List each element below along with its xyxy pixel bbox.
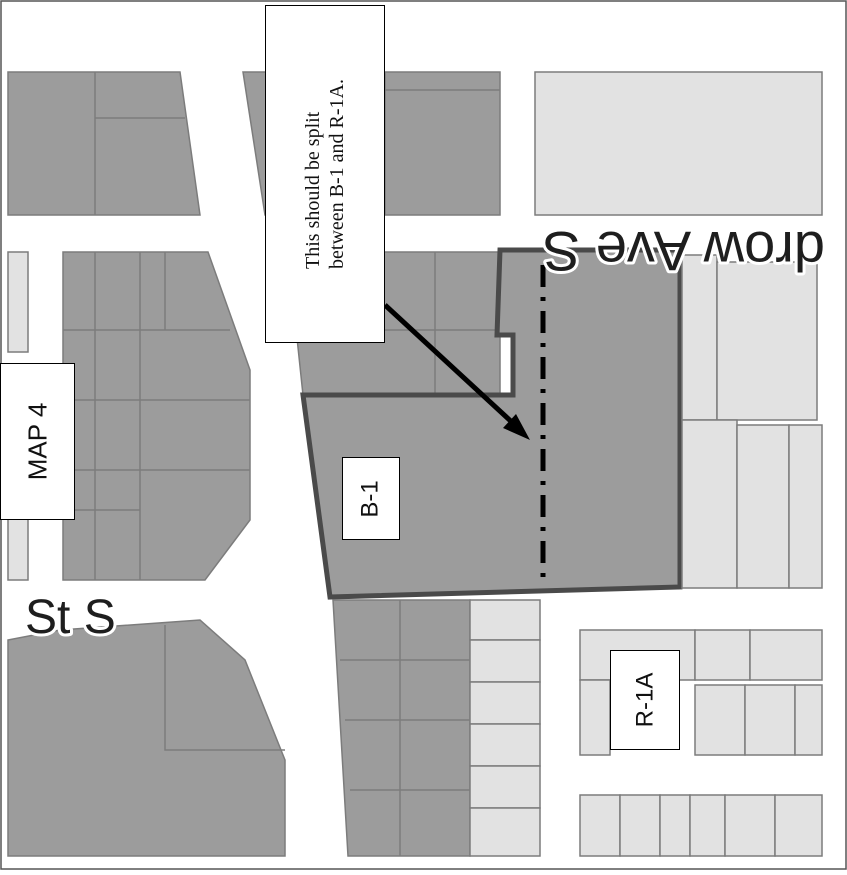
annotation-line-2: between B-1 and R-1A. xyxy=(326,79,349,269)
zone-label-r1a: R-1A xyxy=(610,650,680,750)
street-label-left: St S xyxy=(25,591,116,644)
strip-left-top xyxy=(7,251,29,353)
zone-label-b1: B-1 xyxy=(342,457,400,540)
street-label-top: drow Ave S xyxy=(543,220,825,283)
zone-label-b1-text: B-1 xyxy=(356,479,384,518)
block-bottom-left xyxy=(7,619,286,857)
map-reference-label: MAP 4 xyxy=(0,363,75,520)
strip-left-bottom xyxy=(7,514,29,581)
annotation-line-1: This should be split xyxy=(302,111,325,269)
map-reference-text: MAP 4 xyxy=(22,402,52,481)
annotation-arrow xyxy=(383,303,517,427)
annotation-box: This should be split between B-1 and R-1… xyxy=(265,5,385,343)
arrow-head xyxy=(503,414,530,440)
block-top-right xyxy=(534,71,823,216)
zone-label-r1a-text: R-1A xyxy=(631,672,658,728)
block-top-left xyxy=(7,71,201,216)
right-parcels xyxy=(681,254,823,589)
block-left-middle xyxy=(62,251,251,581)
south-light-column xyxy=(469,599,541,857)
block-south-center xyxy=(332,599,471,857)
